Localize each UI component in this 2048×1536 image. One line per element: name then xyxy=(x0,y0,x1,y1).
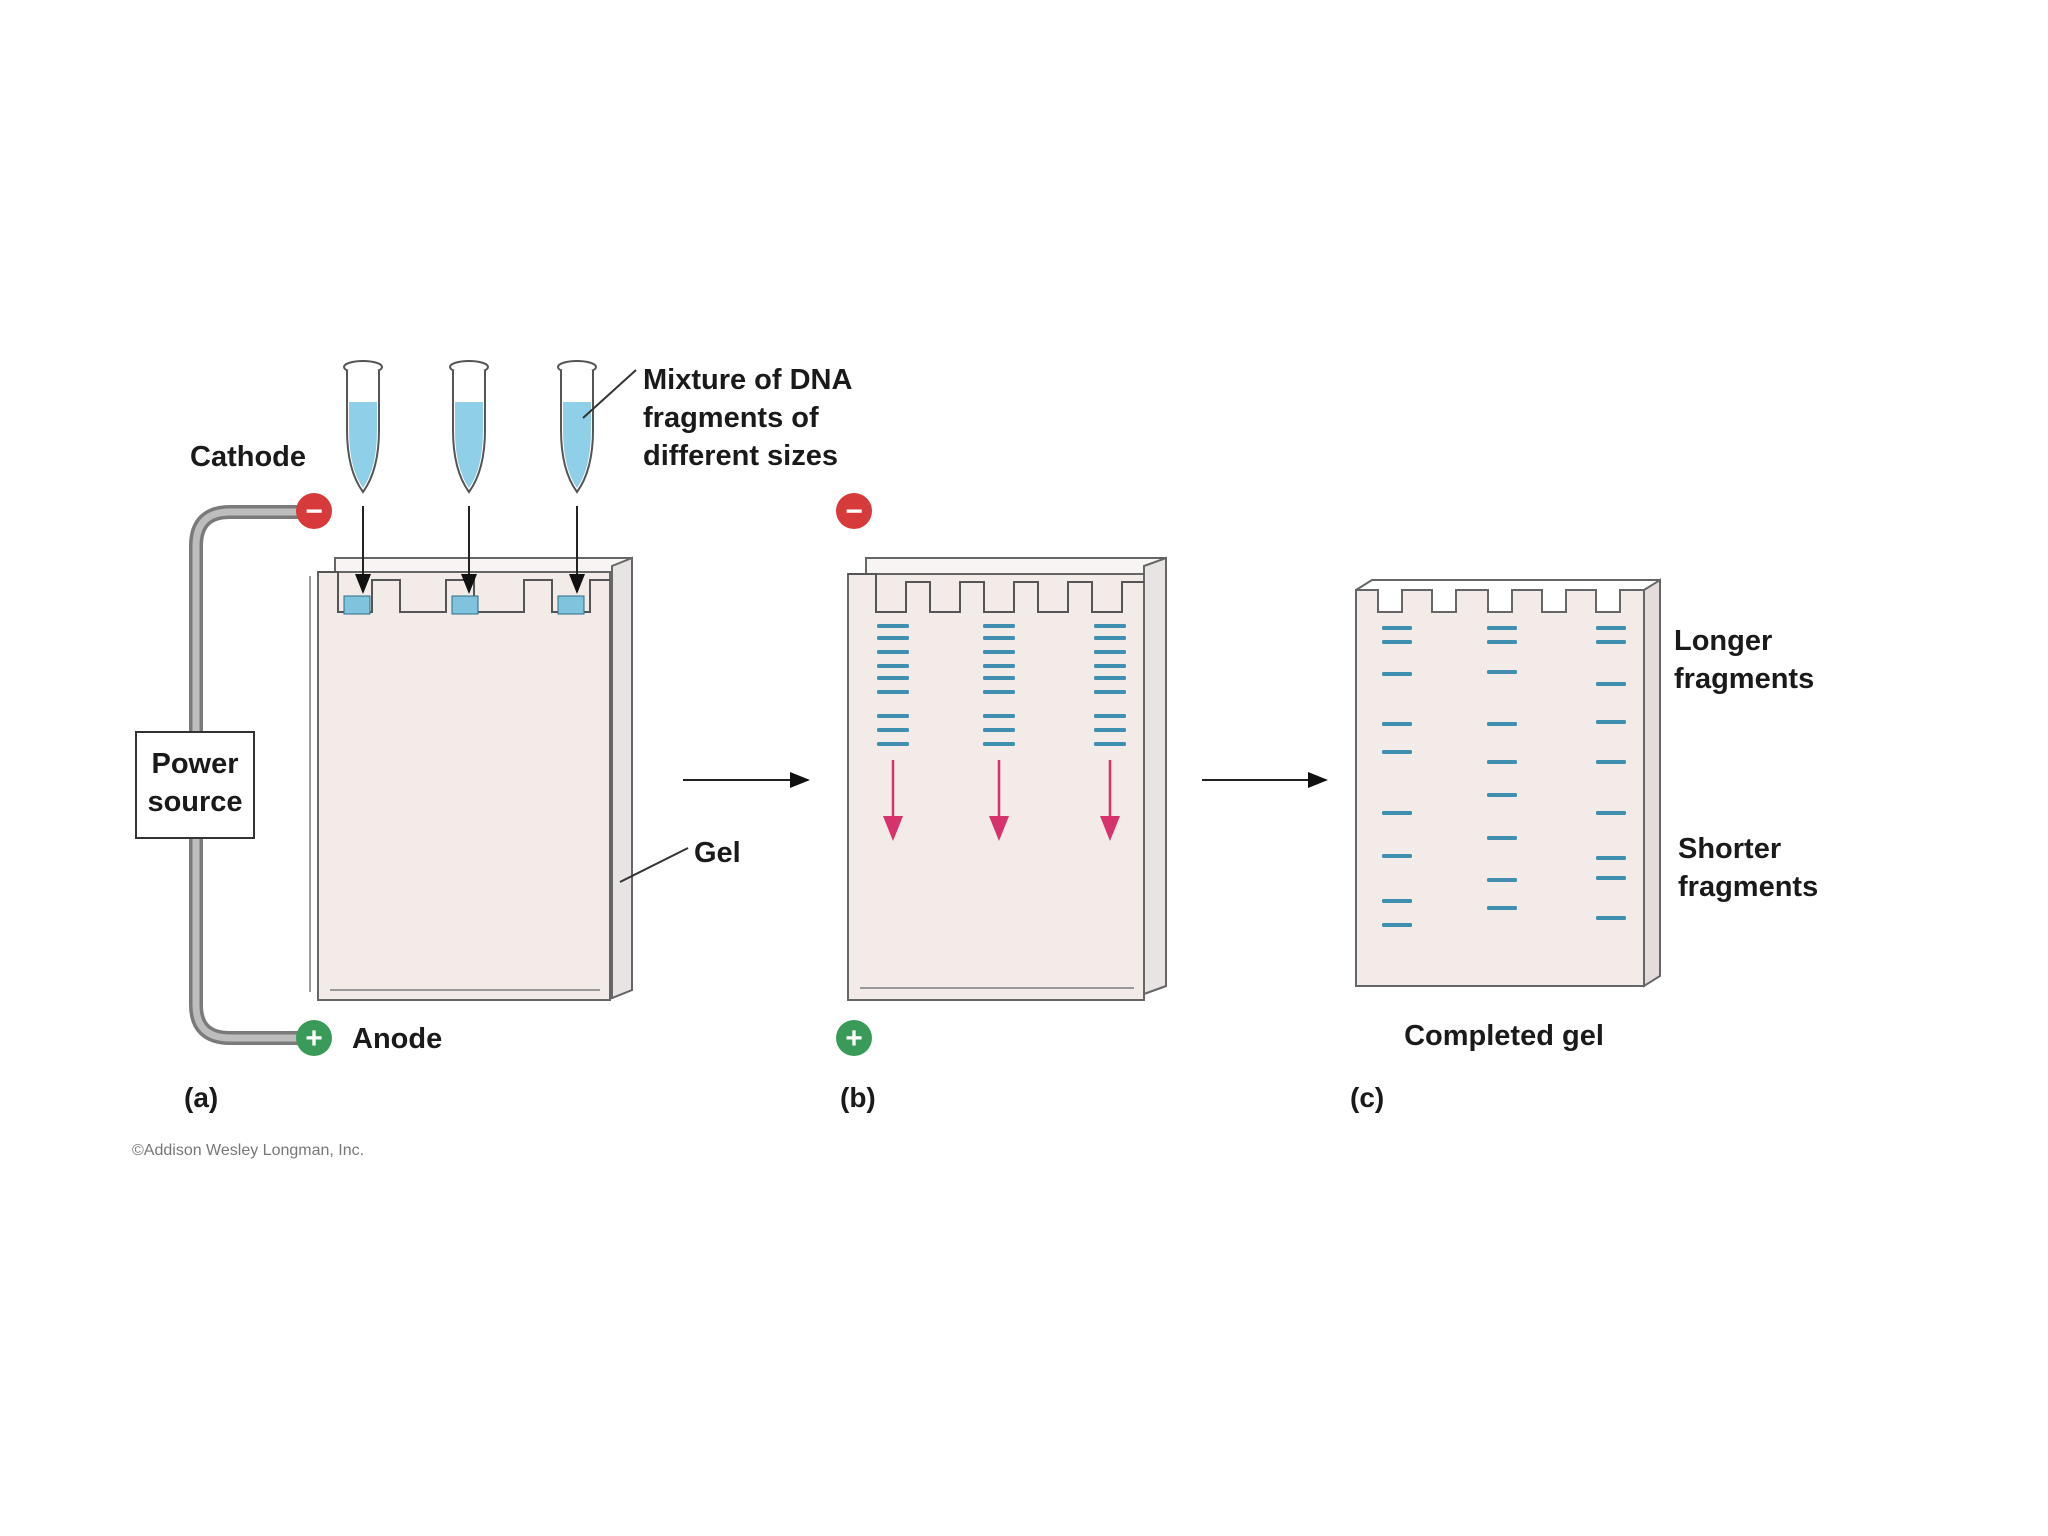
band-b-lane2-3 xyxy=(983,650,1015,654)
band-c-lane1-5 xyxy=(1382,750,1412,754)
gel-slab-b xyxy=(847,556,1167,1001)
band-b-lane1-6 xyxy=(877,690,909,694)
panel-c-label: (c) xyxy=(1350,1082,1384,1113)
power-label-1: Power xyxy=(151,748,238,780)
band-c-lane2-7 xyxy=(1487,836,1517,840)
band-c-lane1-3 xyxy=(1382,672,1412,676)
band-c-lane2-9 xyxy=(1487,906,1517,910)
band-b-lane3-3 xyxy=(1094,650,1126,654)
band-c-lane3-9 xyxy=(1596,916,1626,920)
band-b-lane3-8 xyxy=(1094,728,1126,732)
completed-gel-slab xyxy=(1355,578,1661,988)
shorter-label-1: Shorter xyxy=(1678,833,1781,865)
band-c-lane2-6 xyxy=(1487,793,1517,797)
anode-label: Anode xyxy=(352,1023,442,1055)
band-b-lane1-5 xyxy=(877,676,909,680)
svg-text:−: − xyxy=(845,495,863,528)
band-c-lane1-7 xyxy=(1382,854,1412,858)
band-b-lane3-6 xyxy=(1094,690,1126,694)
well-sample-1 xyxy=(343,595,371,615)
anode-terminal-b: + xyxy=(836,1020,872,1056)
sample-tube-1 xyxy=(343,360,383,494)
cathode-terminal: − xyxy=(296,493,332,529)
mixture-label-2: fragments of xyxy=(643,402,819,434)
panel-b: − + (b) xyxy=(836,493,1167,1113)
band-b-lane3-7 xyxy=(1094,714,1126,718)
band-b-lane1-1 xyxy=(877,624,909,628)
svg-text:+: + xyxy=(305,1022,323,1055)
band-c-lane3-7 xyxy=(1596,856,1626,860)
copyright-text: ©Addison Wesley Longman, Inc. xyxy=(132,1142,364,1159)
band-b-lane2-2 xyxy=(983,636,1015,640)
band-c-lane2-8 xyxy=(1487,878,1517,882)
anode-terminal: + xyxy=(296,1020,332,1056)
svg-text:−: − xyxy=(305,495,323,528)
band-b-lane1-8 xyxy=(877,728,909,732)
power-source-box: Power source xyxy=(135,731,255,839)
band-b-lane1-3 xyxy=(877,650,909,654)
band-c-lane1-6 xyxy=(1382,811,1412,815)
gel-label: Gel xyxy=(694,837,741,869)
band-c-lane3-3 xyxy=(1596,682,1626,686)
panel-b-label: (b) xyxy=(840,1082,876,1113)
band-c-lane3-6 xyxy=(1596,811,1626,815)
bands-b xyxy=(877,624,1126,746)
band-c-lane3-5 xyxy=(1596,760,1626,764)
longer-label-2: fragments xyxy=(1674,663,1814,695)
band-b-lane3-4 xyxy=(1094,664,1126,668)
band-b-lane3-1 xyxy=(1094,624,1126,628)
band-c-lane2-3 xyxy=(1487,670,1517,674)
panel-a: Power source xyxy=(132,360,853,1159)
band-b-lane3-5 xyxy=(1094,676,1126,680)
cathode-terminal-b: − xyxy=(836,493,872,529)
band-c-lane3-8 xyxy=(1596,876,1626,880)
well-sample-2 xyxy=(451,595,479,615)
migration-arrows xyxy=(883,760,1120,841)
band-c-lane2-4 xyxy=(1487,722,1517,726)
mixture-label-3: different sizes xyxy=(643,440,838,472)
band-b-lane2-8 xyxy=(983,728,1015,732)
band-c-lane2-2 xyxy=(1487,640,1517,644)
svg-text:+: + xyxy=(845,1022,863,1055)
completed-gel-label: Completed gel xyxy=(1404,1020,1604,1052)
band-b-lane3-9 xyxy=(1094,742,1126,746)
mixture-leader-line xyxy=(582,369,637,419)
panel-a-label: (a) xyxy=(184,1082,218,1113)
gel-slab-a xyxy=(309,556,633,1001)
band-b-lane2-5 xyxy=(983,676,1015,680)
band-c-lane1-4 xyxy=(1382,722,1412,726)
cathode-label: Cathode xyxy=(190,441,306,473)
well-sample-3 xyxy=(557,595,585,615)
band-b-lane2-7 xyxy=(983,714,1015,718)
band-b-lane1-2 xyxy=(877,636,909,640)
bands-c xyxy=(1382,626,1626,927)
band-c-lane1-8 xyxy=(1382,899,1412,903)
band-b-lane1-4 xyxy=(877,664,909,668)
sample-tube-2 xyxy=(449,360,489,494)
band-c-lane3-1 xyxy=(1596,626,1626,630)
band-c-lane3-2 xyxy=(1596,640,1626,644)
band-c-lane1-1 xyxy=(1382,626,1412,630)
band-c-lane2-1 xyxy=(1487,626,1517,630)
sample-tube-3 xyxy=(557,360,597,494)
band-c-lane2-5 xyxy=(1487,760,1517,764)
band-b-lane1-7 xyxy=(877,714,909,718)
band-b-lane2-6 xyxy=(983,690,1015,694)
band-b-lane1-9 xyxy=(877,742,909,746)
panel-c: Longer fragments Shorter fragments Compl… xyxy=(1350,578,1818,1113)
band-b-lane2-1 xyxy=(983,624,1015,628)
power-label-2: source xyxy=(147,786,242,818)
gel-leader-line xyxy=(619,847,689,883)
shorter-label-2: fragments xyxy=(1678,871,1818,903)
sample-tubes xyxy=(343,360,597,594)
band-c-lane1-2 xyxy=(1382,640,1412,644)
band-b-lane3-2 xyxy=(1094,636,1126,640)
band-b-lane2-4 xyxy=(983,664,1015,668)
mixture-label-1: Mixture of DNA xyxy=(643,364,853,396)
band-b-lane2-9 xyxy=(983,742,1015,746)
band-c-lane3-4 xyxy=(1596,720,1626,724)
band-c-lane1-9 xyxy=(1382,923,1412,927)
longer-label-1: Longer xyxy=(1674,625,1772,657)
